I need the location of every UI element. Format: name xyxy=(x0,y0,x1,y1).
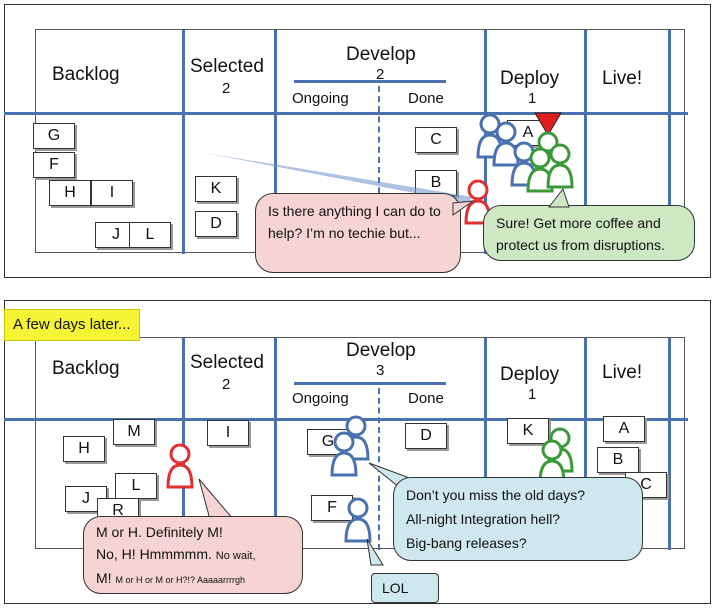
team-member-icon xyxy=(330,431,358,477)
card-f[interactable]: F xyxy=(33,152,75,178)
card-k[interactable]: K xyxy=(195,176,237,202)
card-a[interactable]: A xyxy=(603,416,645,442)
card-k[interactable]: K xyxy=(507,418,549,444)
team-member-icon xyxy=(344,497,372,543)
column-divider-develop xyxy=(274,30,277,254)
wip-limit-selected: 2 xyxy=(222,376,231,393)
wip-limit-develop: 3 xyxy=(376,362,385,379)
card-m[interactable]: M xyxy=(113,419,155,445)
attention-beam xyxy=(205,153,473,203)
dilemma-line-1: M or H. Definitely M! xyxy=(96,524,223,540)
column-divider-live xyxy=(584,30,587,254)
subcolumn-header-ongoing: Ongoing xyxy=(292,90,349,107)
develop-ongoing-done-divider xyxy=(378,86,380,254)
column-divider-selected xyxy=(182,30,185,254)
manager-icon xyxy=(464,179,492,225)
column-header-develop: Develop xyxy=(346,340,416,361)
sarcasm-line-2: All-night Integration hell? xyxy=(406,511,561,527)
subcolumn-header-ongoing: Ongoing xyxy=(292,390,349,407)
column-header-selected: Selected xyxy=(190,352,264,373)
card-g[interactable]: G xyxy=(33,123,75,149)
card-b[interactable]: B xyxy=(597,447,639,473)
column-header-develop: Develop xyxy=(346,44,416,65)
column-divider-live xyxy=(584,338,587,550)
blocker-flag-icon xyxy=(534,112,562,136)
wip-limit-deploy: 1 xyxy=(528,90,537,107)
column-header-deploy: Deploy xyxy=(500,364,560,385)
card-h[interactable]: H xyxy=(63,436,105,462)
card-f[interactable]: F xyxy=(311,495,353,521)
speech-tail xyxy=(366,538,384,566)
dilemma-line-3-small: M or H or M or H?!? Aaaaarrrrgh xyxy=(115,575,245,585)
dilemma-line-2-text: No, H! Hmmmmm. xyxy=(96,546,212,562)
column-header-backlog: Backlog xyxy=(52,358,120,379)
column-header-live: Live! xyxy=(602,362,643,383)
column-header-backlog: Backlog xyxy=(52,64,120,85)
column-header-selected: Selected xyxy=(190,56,264,77)
column-header-live: Live! xyxy=(602,68,643,89)
card-i[interactable]: I xyxy=(91,180,133,206)
column-divider-selected xyxy=(182,338,185,550)
card-i[interactable]: I xyxy=(207,420,249,446)
panel-after: Backlog Selected 2 Develop 3 Ongoing Don… xyxy=(4,300,711,604)
card-d[interactable]: D xyxy=(405,423,447,449)
speech-tail xyxy=(547,187,570,208)
column-divider-deploy xyxy=(484,338,487,550)
column-divider-end xyxy=(668,30,671,254)
manager-dilemma-bubble: M or H. Definitely M! No, H! Hmmmmm. No … xyxy=(83,516,303,594)
card-d[interactable]: D xyxy=(195,211,237,237)
time-skip-banner: A few days later... xyxy=(4,309,140,341)
sarcasm-line-1: Don’t you miss the old days? xyxy=(406,487,585,503)
develop-subheader-line xyxy=(294,382,446,385)
speech-tail xyxy=(452,200,475,216)
manager-question-bubble: Is there anything I can do to help? I’m … xyxy=(255,193,461,273)
dilemma-line-2: No, H! Hmmmmm. No wait, xyxy=(96,543,290,567)
lol-bubble: LOL xyxy=(371,573,439,603)
card-l[interactable]: L xyxy=(129,222,171,248)
manager-icon xyxy=(166,443,194,489)
card-h[interactable]: H xyxy=(49,180,91,206)
board-header-line xyxy=(4,112,688,115)
team-answer-bubble: Sure! Get more coffee and protect us fro… xyxy=(483,205,695,261)
panel-before: Backlog Selected 2 Develop 2 Ongoing Don… xyxy=(4,4,711,278)
team-member-icon xyxy=(492,121,520,167)
subcolumn-header-done: Done xyxy=(408,390,444,407)
develop-subheader-line xyxy=(294,80,446,83)
wip-limit-develop: 2 xyxy=(376,66,385,83)
team-member-icon xyxy=(526,147,554,193)
dilemma-line-2-small: No wait, xyxy=(215,550,256,562)
dilemma-line-3-text: M! xyxy=(96,570,112,586)
team-member-icon xyxy=(546,143,574,189)
wip-limit-selected: 2 xyxy=(222,80,231,97)
dilemma-line-3: M! M or H or M or H?!? Aaaaarrrrgh xyxy=(96,567,290,591)
subcolumn-header-done: Done xyxy=(408,90,444,107)
team-sarcasm-bubble: Don’t you miss the old days? All-night I… xyxy=(393,477,643,561)
card-l[interactable]: L xyxy=(115,473,157,499)
board-header-line xyxy=(4,418,688,421)
card-c[interactable]: C xyxy=(415,127,457,153)
column-divider-develop xyxy=(274,338,277,550)
column-header-deploy: Deploy xyxy=(500,68,560,89)
column-divider-end xyxy=(668,338,671,550)
sarcasm-line-3: Big-bang releases? xyxy=(406,535,527,551)
wip-limit-deploy: 1 xyxy=(528,386,537,403)
